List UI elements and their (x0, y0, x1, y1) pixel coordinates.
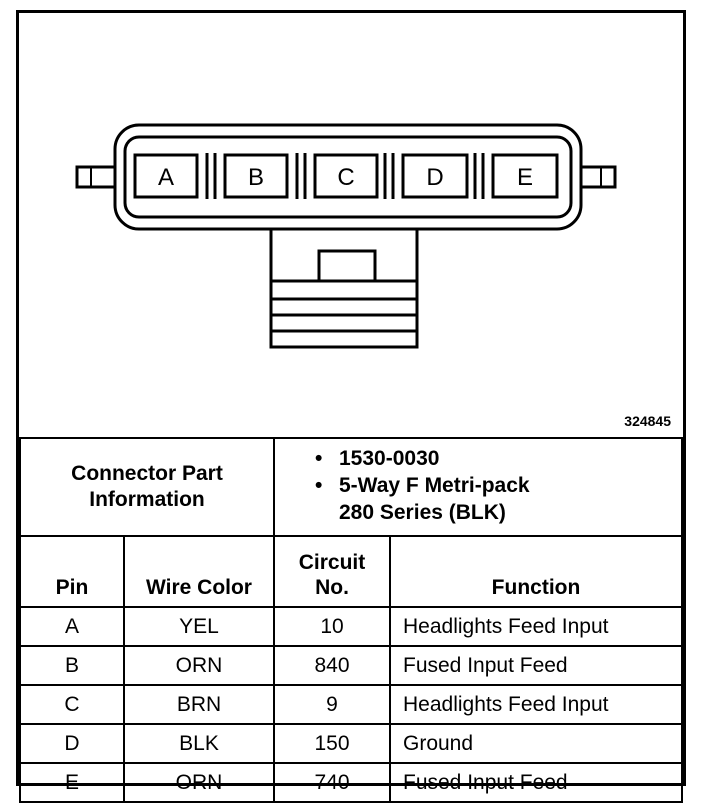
circuit-cell: 9 (273, 684, 391, 725)
table-row: D BLK 150 Ground (19, 723, 683, 764)
header-wire-color: Wire Color (123, 535, 275, 608)
pin-table: Pin Wire Color Circuit No. Function A YE… (19, 535, 683, 803)
cavity-label-b: B (248, 164, 264, 191)
connector-info-label-line1: Connector Part (71, 462, 223, 485)
bullet-icon: • (315, 447, 323, 470)
circuit-cell: 150 (273, 723, 391, 764)
wire-color-cell: ORN (123, 645, 275, 686)
connector-drawing: A B C D E (75, 123, 617, 349)
pin-table-header: Pin Wire Color Circuit No. Function (19, 535, 683, 608)
function-cell: Fused Input Feed (389, 762, 683, 803)
cavity-label-d: D (426, 164, 443, 191)
header-function: Function (389, 535, 683, 608)
function-cell: Ground (389, 723, 683, 764)
pin-cell: A (19, 606, 125, 647)
connector-document-frame: A B C D E 324845 Connector Part Informat… (16, 10, 686, 803)
header-circuit: Circuit No. (273, 535, 391, 608)
wire-color-cell: YEL (123, 606, 275, 647)
pin-cell: D (19, 723, 125, 764)
cavity-b (223, 153, 289, 199)
circuit-cell: 10 (273, 606, 391, 647)
connector-diagram: A B C D E 324845 (19, 13, 683, 437)
header-pin: Pin (19, 535, 125, 608)
part-number-line: • 1530-0030 (315, 445, 681, 472)
connector-info-label-line2: Information (89, 488, 205, 511)
header-circuit-line1: Circuit (298, 551, 366, 574)
function-cell: Headlights Feed Input (389, 684, 683, 725)
cavity-c (313, 153, 379, 199)
circuit-cell: 840 (273, 645, 391, 686)
cavity-label-c: C (337, 164, 354, 191)
pin-cell: C (19, 684, 125, 725)
table-row: C BRN 9 Headlights Feed Input (19, 684, 683, 725)
wire-color-cell: BRN (123, 684, 275, 725)
connector-info-table: Connector Part Information • 1530-0030 •… (19, 437, 683, 537)
connector-info-values: • 1530-0030 • 5-Way F Metri-pack 280 Ser… (273, 437, 683, 537)
pin-cell: E (19, 762, 125, 803)
connector-latch-body (269, 217, 419, 349)
description-line: • 5-Way F Metri-pack (315, 472, 681, 499)
pin-cell: B (19, 645, 125, 686)
function-cell: Fused Input Feed (389, 645, 683, 686)
table-row: B ORN 840 Fused Input Feed (19, 645, 683, 686)
wire-color-cell: BLK (123, 723, 275, 764)
function-cell: Headlights Feed Input (389, 606, 683, 647)
cavity-label-a: A (158, 164, 174, 191)
connector-description-1: 5-Way F Metri-pack (339, 474, 530, 497)
table-row: E ORN 740 Fused Input Feed (19, 762, 683, 803)
table-row: A YEL 10 Headlights Feed Input (19, 606, 683, 647)
circuit-cell: 740 (273, 762, 391, 803)
latch-window (317, 249, 377, 283)
cavity-d (401, 153, 469, 199)
wire-color-cell: ORN (123, 762, 275, 803)
left-latch-tab (75, 165, 119, 189)
connector-info-label: Connector Part Information (19, 437, 275, 537)
header-circuit-line2: No. (315, 576, 349, 599)
cavity-e (491, 153, 559, 199)
connector-description-2: 280 Series (BLK) (339, 501, 506, 524)
bullet-icon: • (315, 474, 323, 497)
part-number: 1530-0030 (339, 447, 440, 470)
cavity-a (133, 153, 199, 199)
cavity-label-e: E (517, 164, 533, 191)
figure-number: 324845 (624, 413, 671, 429)
